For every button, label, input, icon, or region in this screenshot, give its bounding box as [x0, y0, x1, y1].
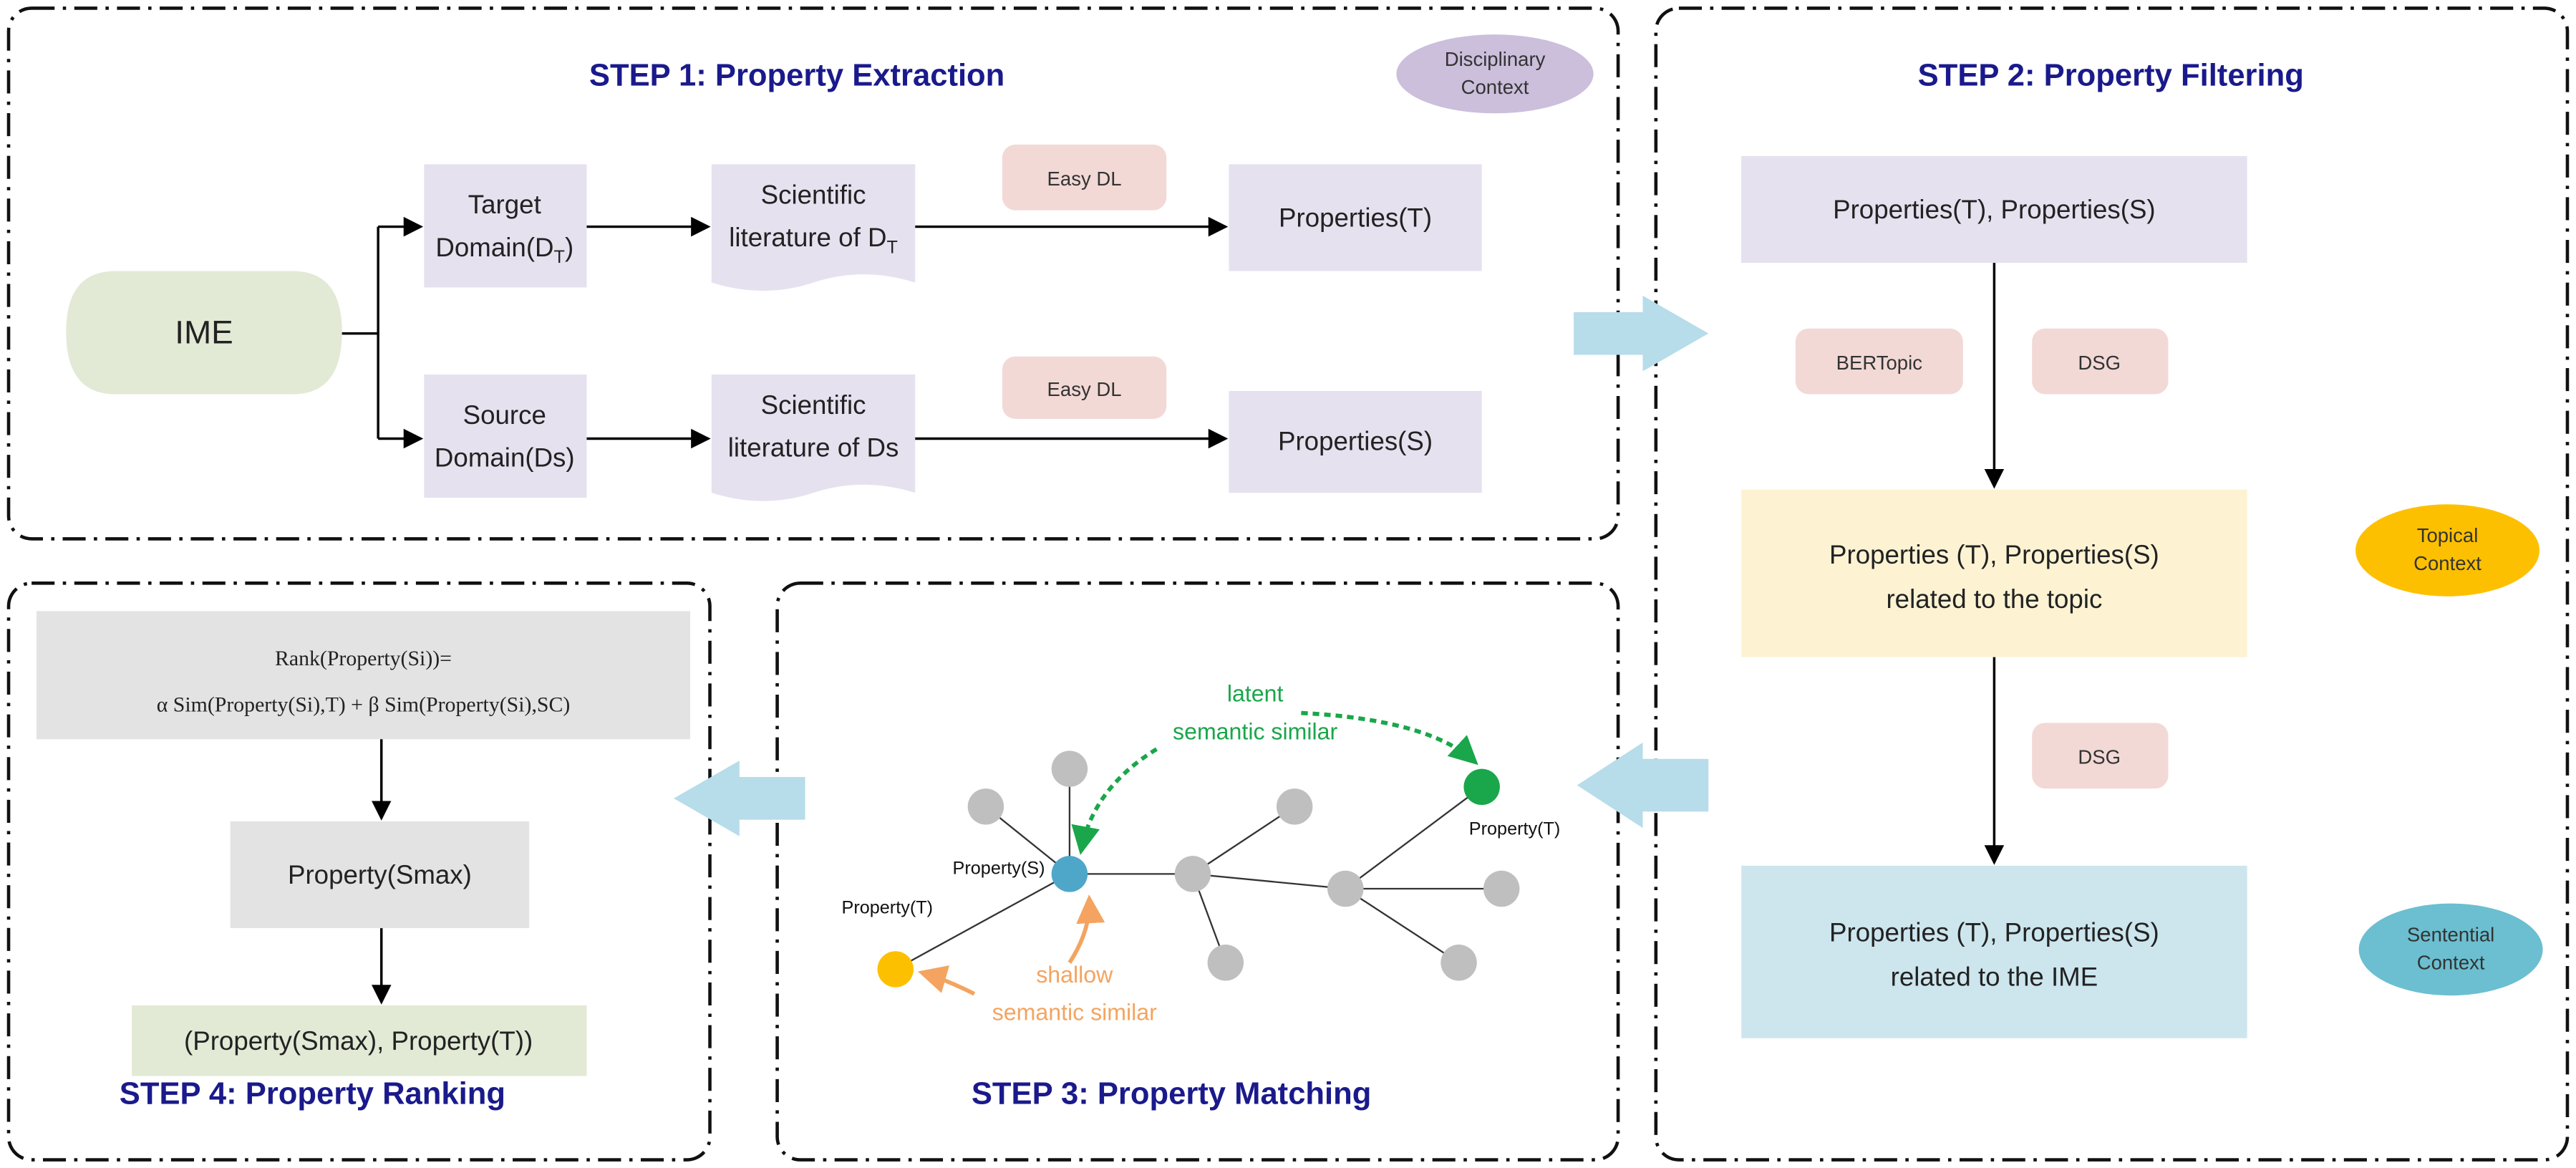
- ime-node: IME: [66, 271, 342, 395]
- rank-formula-box: Rank(Property(Si))= α Sim(Property(Si),T…: [37, 611, 691, 740]
- svg-text:Easy DL: Easy DL: [1047, 168, 1122, 190]
- svg-text:related to the topic: related to the topic: [1886, 584, 2102, 614]
- step1-frame: [6, 6, 1620, 541]
- svg-text:semantic similar: semantic similar: [1173, 718, 1337, 744]
- ime-related-box: Properties (T), Properties(S) related to…: [1741, 865, 2247, 1038]
- svg-text:Domain(Ds): Domain(Ds): [435, 443, 575, 472]
- svg-text:Target: Target: [468, 190, 541, 219]
- topical-context-badge: Topical Context: [2355, 504, 2539, 597]
- result-pair-box: (Property(Smax), Property(T)): [132, 1005, 587, 1076]
- svg-text:IME: IME: [175, 313, 233, 350]
- svg-text:Scientific: Scientific: [761, 390, 866, 420]
- step4-frame: [6, 581, 712, 1162]
- svg-text:Context: Context: [2417, 951, 2485, 973]
- svg-text:Rank(Property(Si))=: Rank(Property(Si))=: [275, 647, 452, 670]
- step3-title: STEP 3: Property Matching: [972, 1077, 1372, 1111]
- svg-text:Sentential: Sentential: [2407, 923, 2494, 945]
- svg-text:α Sim(Property(Si),T) + β Sim: α Sim(Property(Si),T) + β Sim(Property(S…: [157, 692, 571, 716]
- step3-frame: [775, 581, 1620, 1162]
- node-property-t-near: [877, 951, 914, 988]
- svg-text:Properties(T): Properties(T): [1279, 203, 1432, 233]
- svg-text:Context: Context: [1461, 76, 1529, 98]
- target-domain-box: Target Domain(DT): [424, 164, 587, 288]
- svg-text:Topical: Topical: [2417, 524, 2479, 546]
- flow-arrow-step3-to-step4: [674, 761, 805, 836]
- label-property-s: Property(S): [953, 858, 1045, 878]
- svg-text:literature of DT: literature of DT: [729, 223, 898, 257]
- scientific-literature-source-doc: Scientific literature of Ds: [711, 375, 916, 501]
- svg-text:Properties(T), Properties(S): Properties(T), Properties(S): [1833, 195, 2156, 224]
- shallow-arrow-up: [1067, 894, 1105, 964]
- svg-text:BERTopic: BERTopic: [1836, 352, 1923, 374]
- node-property-s: [1051, 856, 1088, 892]
- svg-text:Property(Smax): Property(Smax): [288, 860, 472, 889]
- svg-text:(Property(Smax), Property(T)): (Property(Smax), Property(T)): [184, 1026, 533, 1056]
- shallow-label: shallow: [1036, 962, 1113, 988]
- svg-text:Disciplinary: Disciplinary: [1445, 48, 1546, 70]
- svg-text:DSG: DSG: [2078, 352, 2121, 374]
- step2-title: STEP 2: Property Filtering: [1918, 58, 2304, 92]
- svg-text:Properties(S): Properties(S): [1278, 427, 1433, 456]
- node-property-t-far: [1463, 768, 1500, 806]
- svg-text:Source: Source: [463, 400, 546, 430]
- label-property-t-near: Property(T): [842, 897, 934, 917]
- svg-text:DSG: DSG: [2078, 746, 2121, 768]
- source-domain-box: Source Domain(Ds): [424, 375, 587, 498]
- shallow-arrow-left: [917, 965, 976, 996]
- properties-s-box: Properties(S): [1229, 390, 1482, 493]
- easy-dl-tool-top: Easy DL: [1002, 144, 1167, 211]
- svg-text:Domain(DT): Domain(DT): [435, 233, 573, 267]
- dsg-tool-2: DSG: [2032, 723, 2169, 789]
- bertopic-tool: BERTopic: [1795, 328, 1963, 395]
- properties-t-box: Properties(T): [1229, 164, 1482, 271]
- properties-ts-box: Properties(T), Properties(S): [1741, 155, 2247, 264]
- step2-frame: [1654, 6, 2570, 1162]
- easy-dl-tool-bottom: Easy DL: [1002, 356, 1167, 419]
- svg-text:Easy DL: Easy DL: [1047, 378, 1122, 400]
- svg-text:semantic similar: semantic similar: [992, 1000, 1157, 1025]
- svg-text:literature of Ds: literature of Ds: [728, 433, 899, 463]
- latent-arrow-left: [1071, 747, 1158, 855]
- svg-text:Context: Context: [2413, 552, 2481, 574]
- graph-nodes-grey: [967, 750, 1520, 981]
- sentential-context-badge: Sentential Context: [2358, 903, 2543, 996]
- label-property-t-far: Property(T): [1469, 819, 1561, 839]
- svg-text:Scientific: Scientific: [761, 180, 866, 209]
- flow-arrow-step2-to-step3: [1577, 742, 1709, 829]
- latent-label: latent: [1227, 681, 1284, 707]
- svg-text:related to the IME: related to the IME: [1891, 962, 2098, 991]
- flow-arrow-step1-to-step2: [1574, 295, 1709, 372]
- topic-related-box: Properties (T), Properties(S) related to…: [1741, 489, 2247, 657]
- property-smax-box: Property(Smax): [230, 821, 530, 929]
- step1-title: STEP 1: Property Extraction: [589, 58, 1004, 92]
- dsg-tool-1: DSG: [2032, 328, 2169, 395]
- svg-text:Properties (T), Properties(S): Properties (T), Properties(S): [1829, 917, 2159, 947]
- svg-text:Properties (T), Properties(S): Properties (T), Properties(S): [1829, 540, 2159, 569]
- scientific-literature-target-doc: Scientific literature of DT: [711, 164, 916, 291]
- disciplinary-context-badge: Disciplinary Context: [1396, 34, 1594, 114]
- latent-arrow-right: [1301, 710, 1478, 766]
- step4-title: STEP 4: Property Ranking: [120, 1077, 505, 1111]
